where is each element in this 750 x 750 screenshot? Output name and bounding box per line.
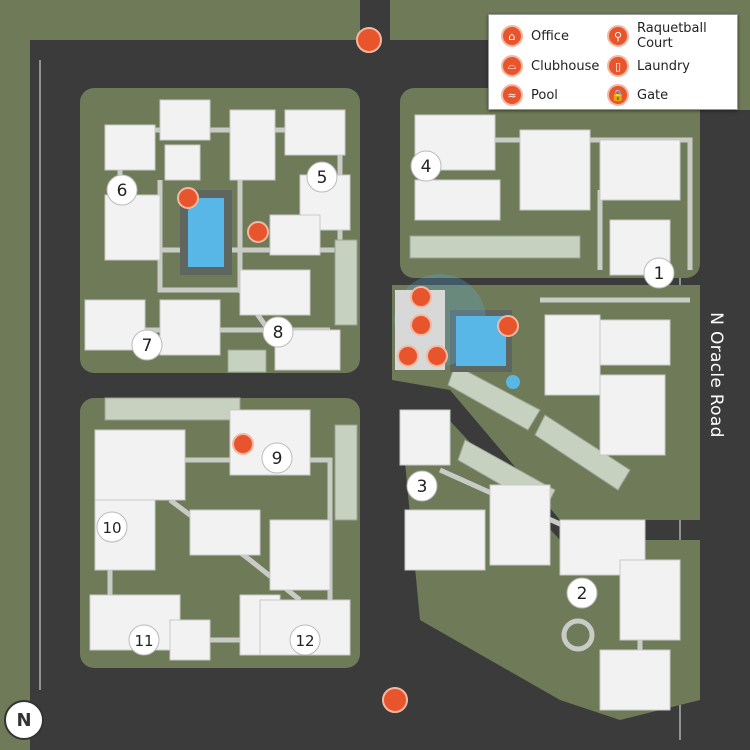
- building-number-2: 2: [577, 584, 588, 604]
- building-marker-9: [261, 442, 293, 474]
- legend-raquetball: ⚲ Raquetball Court: [607, 21, 737, 51]
- building-number-1: 1: [654, 264, 665, 284]
- building-marker-12: [289, 624, 321, 656]
- building-marker-7: [131, 329, 163, 361]
- pool-icon: ≈: [501, 84, 523, 106]
- legend-gate-label: Gate: [637, 87, 669, 103]
- carports: [104, 235, 631, 521]
- building-number-9: 9: [272, 449, 283, 469]
- building-marker-3: [406, 470, 438, 502]
- legend-gate: 🔒 Gate: [607, 84, 668, 106]
- clubhouse-icon: ⌓: [501, 55, 523, 77]
- north-label: N: [16, 709, 32, 731]
- building-number-8: 8: [273, 323, 284, 343]
- building-footprints: [84, 99, 681, 711]
- office-icon: ⌂: [501, 25, 523, 47]
- building-marker-2: [566, 577, 598, 609]
- legend-pool: ≈ Pool: [501, 84, 558, 106]
- gate-icon: 🔒: [607, 84, 629, 106]
- legend-pool-label: Pool: [531, 87, 558, 103]
- legend-raquetball-label: Raquetball Court: [637, 21, 707, 51]
- raquetball-icon: ⚲: [607, 25, 629, 47]
- building-number-12: 12: [295, 632, 314, 650]
- legend-office-label: Office: [531, 28, 569, 44]
- building-marker-5: [306, 161, 338, 193]
- legend-clubhouse-label: Clubhouse: [531, 58, 600, 74]
- north-arrow-icon: N: [4, 700, 44, 740]
- building-marker-8: [262, 316, 294, 348]
- building-number-11: 11: [134, 632, 153, 650]
- legend-laundry-label: Laundry: [637, 58, 690, 74]
- building-marker-6: [106, 174, 138, 206]
- legend-office: ⌂ Office: [501, 25, 569, 47]
- building-marker-4: [410, 150, 442, 182]
- building-number-6: 6: [117, 181, 128, 201]
- building-marker-11: [128, 624, 160, 656]
- building-marker-10: [96, 511, 128, 543]
- building-number-7: 7: [142, 336, 153, 356]
- map-legend: ⌂ Office ⚲ Raquetball Court ⌓ Clubhouse …: [488, 14, 738, 110]
- legend-laundry: ▯ Laundry: [607, 55, 690, 77]
- building-number-4: 4: [421, 157, 432, 177]
- legend-clubhouse: ⌓ Clubhouse: [501, 55, 599, 77]
- amenity-markers: [177, 187, 519, 455]
- road-label: N Oracle Road: [706, 312, 726, 438]
- gate-markers: [356, 27, 408, 713]
- building-marker-1: [643, 257, 675, 289]
- building-number-3: 3: [417, 477, 428, 497]
- building-number-5: 5: [317, 168, 328, 188]
- laundry-icon: ▯: [607, 55, 629, 77]
- building-number-10: 10: [102, 519, 121, 537]
